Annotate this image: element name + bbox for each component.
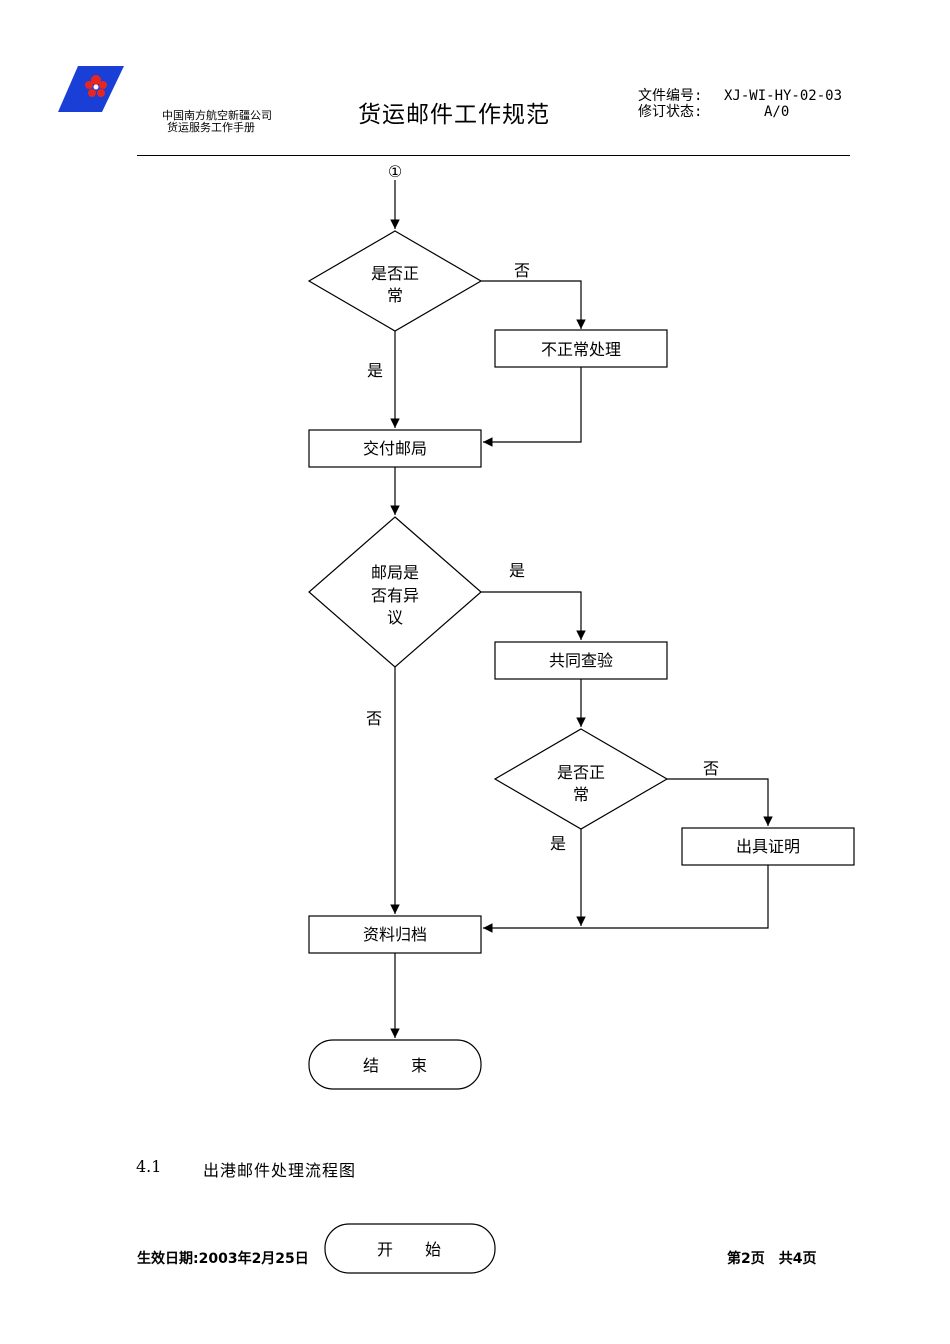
connector-label: ① [388,162,402,181]
decision2-yes-label: 是 [509,561,525,580]
arrow-decision3-no [667,778,773,826]
decision3-yes-label: 是 [550,834,566,853]
abnormal-process-label: 不正常处理 [541,340,621,359]
page-info: 第2页 共4页 [727,1251,817,1267]
decision1-no-label: 否 [514,261,530,280]
header-divider [137,155,850,156]
manual-name: 货运服务工作手册 [167,121,255,134]
decision3-no-label: 否 [703,759,719,778]
arrow-certificate-to-archive [483,865,769,933]
doc-number-label: 文件编号: [638,88,703,104]
deliver-post-label: 交付邮局 [363,439,427,458]
end-terminal [308,1039,482,1090]
decision1-line2: 常 [387,286,403,305]
doc-number-value: XJ-WI-HY-02-03 [724,88,843,104]
arrow-abnormal-to-deliver [483,367,582,447]
company-name: 中国南方航空新疆公司 [162,109,272,122]
decision2-no-label: 否 [366,709,382,728]
decision2-line3: 议 [387,608,403,627]
end-label: 结 束 [363,1056,427,1075]
revision-value: A/0 [764,104,790,120]
airline-logo [58,66,124,112]
kapok-flower-icon [85,75,107,97]
archive-label: 资料归档 [363,925,427,944]
document-title: 货运邮件工作规范 [358,102,550,128]
effective-date: 生效日期:2003年2月25日 [137,1251,309,1267]
decision2-line1: 邮局是 [371,563,419,582]
decision1-line1: 是否正 [371,264,419,283]
arrow-decision1-no [481,280,586,329]
decision1-yes-label: 是 [367,361,383,380]
start-label: 开 始 [377,1240,441,1259]
start-terminal [324,1223,496,1274]
joint-inspection-label: 共同查验 [549,651,613,670]
decision3-line1: 是否正 [557,763,605,782]
section-title: 出港邮件处理流程图 [203,1161,357,1180]
section-number: 4.1 [136,1157,162,1176]
decision2-line2: 否有异 [371,586,419,605]
revision-label: 修订状态: [638,104,703,120]
issue-certificate-label: 出具证明 [736,837,800,856]
decision3-line2: 常 [573,785,589,804]
arrow-decision2-yes [481,591,586,640]
